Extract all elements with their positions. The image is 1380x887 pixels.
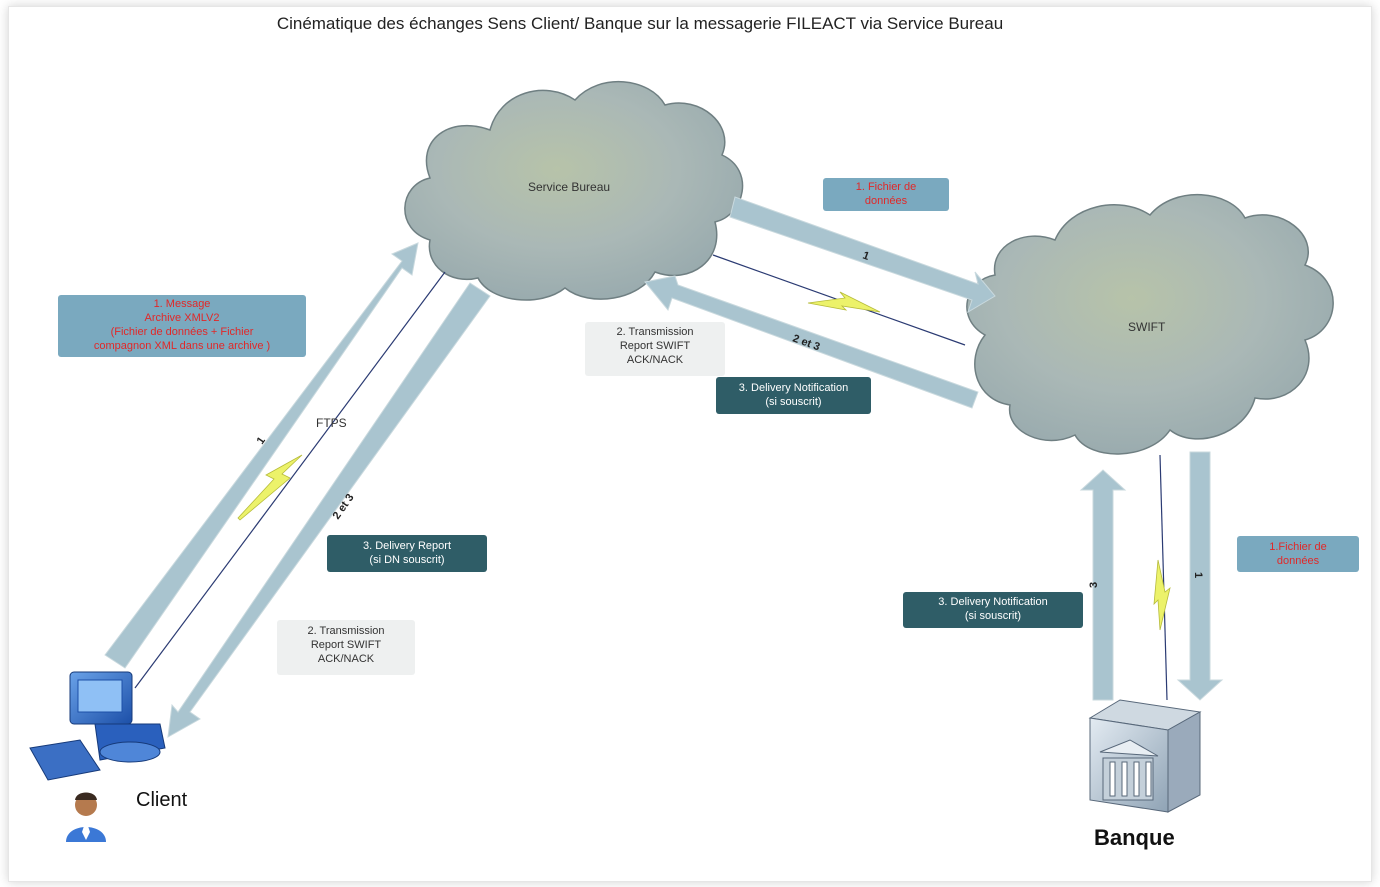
lightning-bolts — [237, 291, 1171, 631]
swift-cloud — [966, 194, 1334, 455]
arrow-sb-to-client — [167, 282, 491, 738]
box-line: 3. Delivery Notification — [938, 596, 1048, 608]
service-bureau-cloud — [404, 80, 744, 301]
swift-label: SWIFT — [1128, 320, 1166, 334]
arrow-client-to-sb — [104, 242, 419, 669]
client-label: Client — [136, 789, 188, 811]
ftps-label: FTPS — [316, 416, 347, 430]
box-line: Report SWIFT — [310, 639, 382, 651]
fichier-donnees-top-box: 1. Fichier de données — [823, 178, 949, 211]
arrow-sb-to-swift — [729, 196, 996, 314]
box-line: 1. Message — [153, 298, 211, 310]
fichier-donnees-right-box: 1.Fichier de données — [1237, 536, 1359, 572]
lightning-icon — [237, 454, 303, 521]
arrow-number: 3 — [1088, 582, 1100, 588]
box-line: 1. Fichier de — [855, 181, 917, 193]
box-line: compagnon XML dans une archive ) — [93, 340, 271, 352]
arrow-swift-to-sb — [644, 275, 979, 409]
box-line: (si souscrit) — [964, 610, 1022, 622]
bank-icon — [1088, 699, 1202, 813]
delivery-report-box: 3. Delivery Report (si DN souscrit) — [327, 535, 487, 572]
arrow-swift-to-banque — [1176, 451, 1224, 701]
box-line: (si DN souscrit) — [369, 554, 445, 566]
box-line: (si souscrit) — [765, 396, 822, 408]
user-icon — [66, 792, 106, 842]
box-line: 3. Delivery Report — [362, 540, 452, 552]
box-line: (Fichier de données + Fichier — [110, 326, 254, 338]
box-line: ACK/NACK — [626, 354, 684, 366]
service-bureau-label: Service Bureau — [528, 180, 611, 194]
box-line: 3. Delivery Notification — [738, 382, 849, 394]
delivery-notification-top-box: 3. Delivery Notification (si souscrit) — [716, 377, 871, 414]
transmission-report-top-box: 2. Transmission Report SWIFT ACK/NACK — [585, 322, 725, 376]
banque-label: Banque — [1094, 825, 1175, 850]
arrow-banque-to-swift — [1079, 469, 1127, 701]
box-line: ACK/NACK — [317, 653, 375, 665]
diagram-title: Cinématique des échanges Sens Client/ Ba… — [276, 14, 1004, 33]
transmission-report-bottom-box: 2. Transmission Report SWIFT ACK/NACK — [277, 620, 415, 675]
box-line: Archive XMLV2 — [144, 312, 220, 324]
box-line: données — [1276, 555, 1320, 567]
box-line: 2. Transmission — [616, 326, 694, 338]
box-line: 1.Fichier de — [1269, 541, 1327, 553]
computer-icon — [29, 671, 166, 781]
box-line: 2. Transmission — [307, 625, 385, 637]
message-archive-box: 1. Message Archive XMLV2 (Fichier de don… — [58, 295, 306, 357]
lightning-icon — [1153, 559, 1171, 631]
arrow-number: 1 — [255, 435, 268, 447]
box-line: Report SWIFT — [619, 340, 691, 352]
arrow-number: 1 — [1192, 572, 1204, 578]
delivery-notification-bottom-box: 3. Delivery Notification (si souscrit) — [903, 592, 1083, 628]
arrow-number: 1 — [861, 250, 871, 263]
lightning-icon — [807, 291, 881, 313]
box-line: données — [864, 195, 908, 207]
